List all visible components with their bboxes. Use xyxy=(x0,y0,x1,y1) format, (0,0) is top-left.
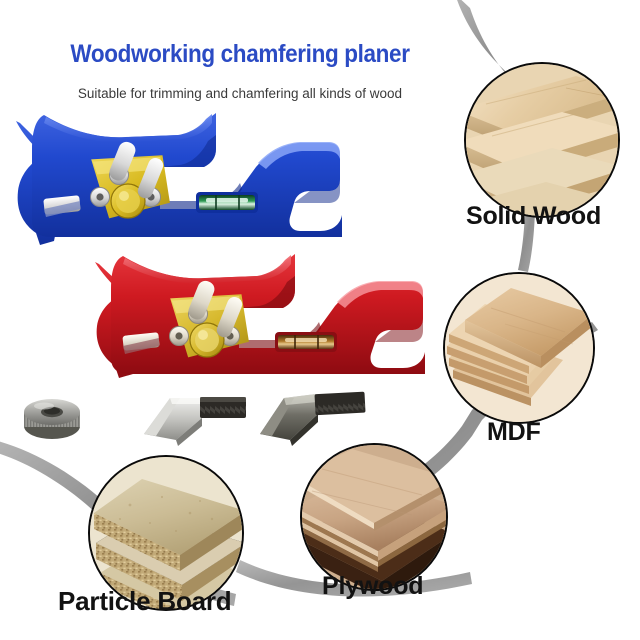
material-circle-plywood xyxy=(300,443,448,591)
material-circle-particle-board xyxy=(88,455,244,611)
material-label-mdf: MDF xyxy=(487,418,541,446)
planer-red-brass-assembly xyxy=(169,280,249,358)
page-subtitle: Suitable for trimming and chamfering all… xyxy=(77,86,403,101)
planer-red xyxy=(95,254,425,378)
accessory-knurled-nut xyxy=(24,399,80,439)
planer-red-body xyxy=(95,254,425,378)
planer-blue-spirit-level xyxy=(196,192,258,213)
knurled-brass-knob-red xyxy=(189,322,225,358)
accessory-blade-bolt-2 xyxy=(260,391,366,446)
page-title: Woodworking chamfering planer xyxy=(70,40,410,68)
material-label-particle-board: Particle Board xyxy=(58,586,232,616)
material-label-solid-wood: Solid Wood xyxy=(466,202,602,230)
planer-blue xyxy=(16,113,342,245)
blade-clamp-red xyxy=(188,280,243,338)
accessory-blade-bolt-1 xyxy=(144,397,246,446)
knurled-brass-knob xyxy=(110,183,146,219)
planer-red-spirit-level xyxy=(275,332,337,352)
planer-blue-body xyxy=(16,113,342,245)
material-circle-solid-wood xyxy=(464,62,620,218)
material-label-plywood: Plywood xyxy=(322,572,424,600)
planer-blue-brass-assembly xyxy=(90,141,170,219)
material-circle-mdf xyxy=(443,272,595,424)
blade-clamp xyxy=(109,141,164,199)
